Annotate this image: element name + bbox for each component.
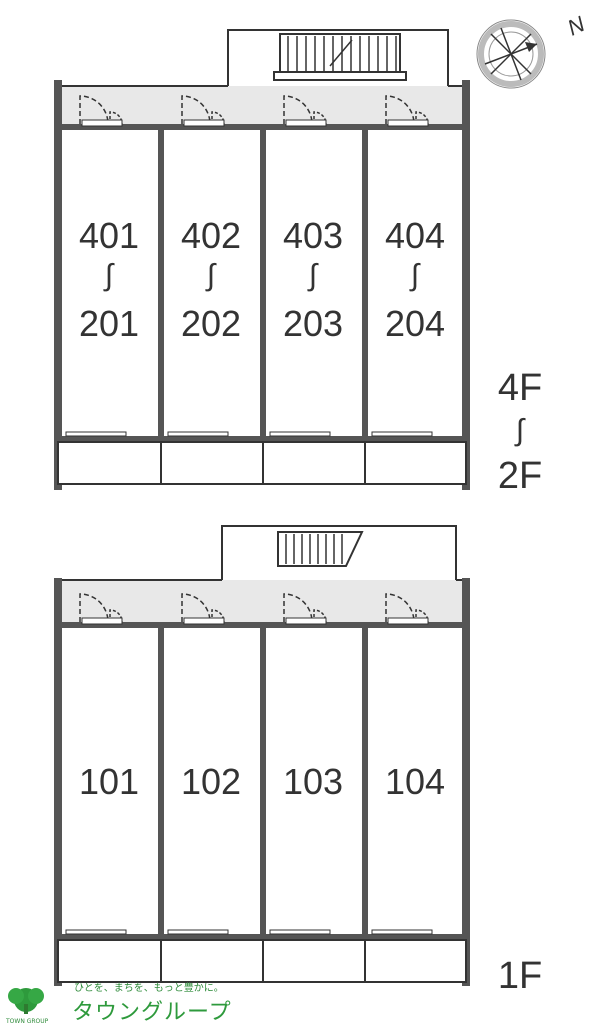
logo-name: タウングループ	[72, 1000, 232, 1025]
upper-staircase	[273, 33, 407, 81]
logo-tree-icon	[8, 988, 44, 1014]
unit-room: 102	[164, 628, 258, 935]
unit-room: 103	[266, 628, 360, 935]
unit-number-bottom: 204	[385, 303, 445, 344]
unit-number-bottom: 203	[283, 303, 343, 344]
unit-number-top: 402	[181, 215, 241, 256]
unit-number-bottom: 202	[181, 303, 241, 344]
unit-number: 102	[181, 761, 241, 802]
unit-room: 401∫ 201	[62, 130, 156, 437]
logo-tagline: ひとを、まちを、もっと豊かに。	[74, 983, 224, 994]
unit-entry-door-icon	[79, 593, 123, 625]
unit-entry-door-icon	[385, 95, 429, 127]
unit-number-top: 403	[283, 215, 343, 256]
unit-range-mark: ∫	[409, 259, 421, 292]
floor-label-bottom: 2F	[498, 455, 542, 497]
lower-floor-plan: 101 102 103 104	[54, 525, 470, 986]
lower-right-wall	[462, 578, 470, 986]
unit-entry-door-icon	[79, 95, 123, 127]
unit-range-mark: ∫	[103, 259, 115, 292]
unit-room: 104	[368, 628, 462, 935]
upper-right-wall	[462, 80, 470, 490]
unit-entry-door-icon	[283, 95, 327, 127]
unit-room: 403∫ 203	[266, 130, 360, 437]
unit-number-top: 404	[385, 215, 445, 256]
unit-number: 103	[283, 761, 343, 802]
unit-entry-door-icon	[181, 95, 225, 127]
unit-entry-door-icon	[181, 593, 225, 625]
floor-range-mark: ∫	[514, 414, 526, 447]
floor-label-1f: 1F	[498, 955, 542, 997]
upper-corridor	[58, 86, 464, 126]
logo-small-text: TOWN GROUP	[6, 1018, 49, 1025]
unit-entry-door-icon	[385, 593, 429, 625]
unit-room: 402∫ 202	[164, 130, 258, 437]
unit-range-mark: ∫	[307, 259, 319, 292]
compass-north-label: N	[564, 11, 589, 40]
lower-corridor	[58, 580, 464, 622]
upper-left-wall	[54, 80, 62, 490]
floor-label-top: 4F	[498, 367, 542, 409]
unit-range-mark: ∫	[205, 259, 217, 292]
unit-number: 104	[385, 761, 445, 802]
unit-entry-door-icon	[283, 593, 327, 625]
lower-staircase	[277, 531, 364, 567]
unit-number-bottom: 201	[79, 303, 139, 344]
unit-number-top: 401	[79, 215, 139, 256]
unit-number: 101	[79, 761, 139, 802]
compass-icon	[476, 19, 546, 89]
lower-left-wall	[54, 578, 62, 986]
unit-room: 101	[62, 628, 156, 935]
unit-room: 404∫ 204	[368, 130, 462, 437]
